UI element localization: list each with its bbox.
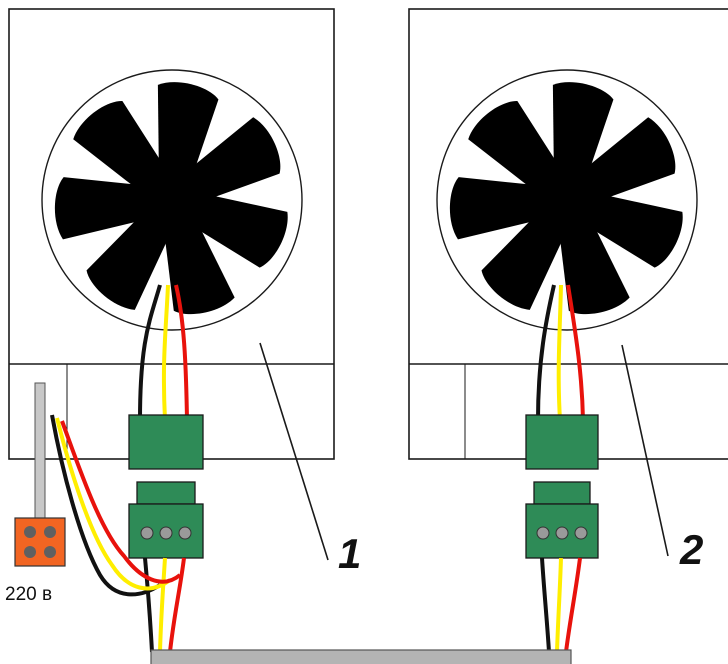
unit-2-fan-icon: [449, 82, 683, 315]
unit-1-wire-yellow: [161, 284, 170, 421]
unit-2-label: 2: [679, 526, 703, 573]
unit-2-wire-black-down: [540, 557, 551, 653]
outlet-icon: [14, 517, 66, 567]
power-wire-black: [50, 414, 162, 597]
unit-2-screw-3: [574, 526, 588, 540]
unit-1: 1: [8, 8, 361, 653]
unit-1-wire-black-down: [143, 557, 154, 653]
plug-stem: [34, 382, 46, 519]
unit-2-connector-lower-top: [533, 481, 591, 505]
outlet-hole-3: [24, 546, 36, 558]
outlet-hole-4: [44, 546, 56, 558]
unit-2-leader-line: [621, 344, 669, 557]
unit-2-wire-red: [566, 284, 585, 421]
unit-1-wire-red: [174, 284, 189, 421]
unit-2-wire-black: [536, 284, 556, 421]
unit-2-wire-red-down: [564, 557, 582, 653]
unit-1-screw-2: [159, 526, 173, 540]
unit-1-wire-yellow-down: [158, 557, 167, 653]
unit-2: 2: [408, 8, 728, 653]
fan-blade: [552, 82, 614, 181]
unit-1-leader-line: [259, 342, 329, 561]
fan-hub: [525, 158, 609, 242]
power-wire-red: [60, 420, 182, 584]
unit-1-connector-upper: [128, 414, 204, 470]
unit-1-wire-red-down: [168, 557, 186, 653]
outlet-hole-2: [44, 526, 56, 538]
fan-blade: [157, 82, 219, 181]
unit-2-wire-yellow: [556, 284, 563, 421]
fan-blade: [449, 177, 549, 240]
unit-1-label: 1: [338, 530, 361, 577]
power-wire-yellow: [55, 417, 172, 591]
bus-tray: [150, 649, 572, 664]
unit-2-screw-1: [536, 526, 550, 540]
voltage-label: 220 в: [5, 584, 52, 605]
outlet-hole-1: [24, 526, 36, 538]
unit-2-screw-2: [555, 526, 569, 540]
unit-1-screw-1: [140, 526, 154, 540]
power-outlet: 220 в: [5, 382, 66, 605]
unit-2-wire-yellow-down: [555, 557, 563, 653]
unit-1-wire-black: [138, 284, 162, 421]
fan-blade: [54, 177, 154, 240]
unit-1-connector-lower-top: [136, 481, 196, 505]
unit-1-screw-3: [178, 526, 192, 540]
unit-2-connector-upper: [525, 414, 599, 470]
fan-hub: [130, 158, 214, 242]
unit-1-fan-icon: [54, 82, 288, 315]
